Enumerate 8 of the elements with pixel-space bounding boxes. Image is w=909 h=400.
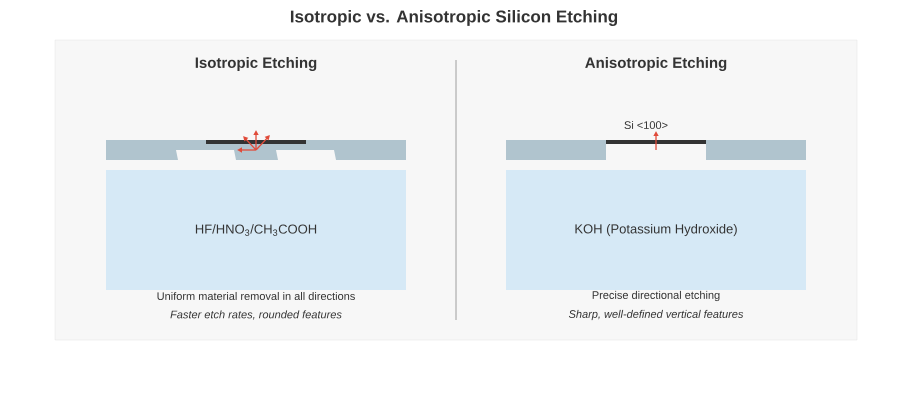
- etchant-box: HF/HNO$_{3}$/CH$_{3}$COOH: [106, 170, 406, 290]
- orientation-label: Si <100>: [624, 120, 668, 130]
- heading: Anisotropic Etching: [585, 56, 726, 72]
- note: Faster etch rates, rounded features: [170, 310, 342, 320]
- note: Sharp, well-defined vertical features: [568, 310, 744, 320]
- etchant-box: KOH (Potassium Hydroxide): [506, 170, 806, 290]
- title: Isotropic vs. Anisotropic Silicon Etching: [290, 10, 618, 26]
- heading: Isotropic Etching: [196, 56, 316, 72]
